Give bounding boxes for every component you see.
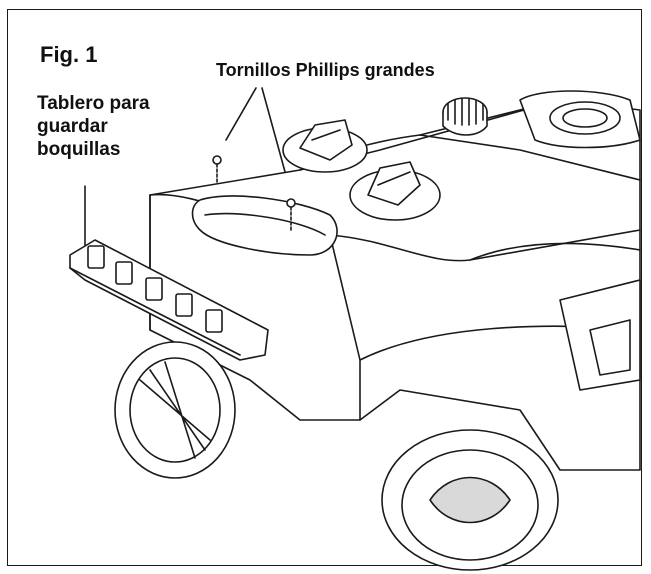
top-cap-handle [519,90,641,149]
screws-callout: Tornillos Phillips grandes [216,60,435,80]
nozzle-holder-callout: Tablero para guardar boquillas [37,93,150,160]
stored-nozzles [87,245,223,333]
control-knob-right [349,161,441,221]
pressure-dial [442,97,488,136]
phillips-screws [212,155,296,233]
right-wheel [381,429,559,571]
control-knob-left [282,119,368,173]
top-slot [191,195,338,256]
nozzle-storage-tray [69,239,269,361]
figure-label: Fig. 1 [40,42,98,67]
left-wheel [114,341,236,479]
